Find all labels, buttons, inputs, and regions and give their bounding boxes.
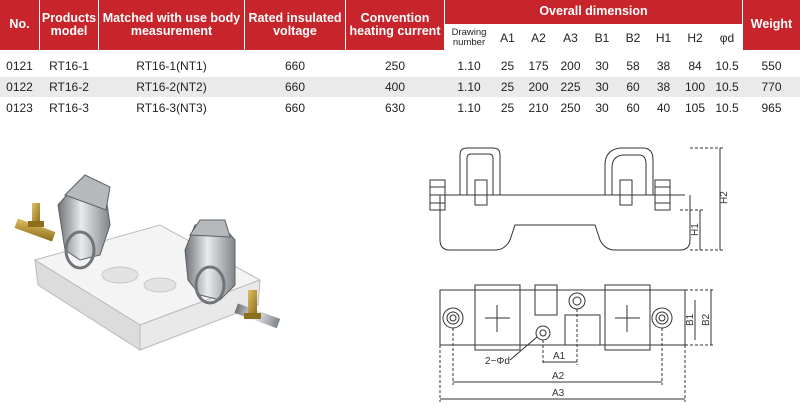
cell-h2: 100 [684,80,706,94]
cell-b2: 58 [626,59,640,73]
cell-b2: 60 [626,101,640,115]
cell-a3: 250 [560,101,581,115]
header-model: Products model [40,0,98,50]
cell-h2: 105 [684,101,706,115]
cell-phi-d: 10.5 [715,80,739,94]
subheader-drawing-number: Drawing number [446,25,492,50]
cell-model: RT16-1 [49,59,89,73]
cell-drawing-number: 1.10 [457,101,481,115]
cell-weight: 550 [761,59,782,73]
cell-no: 0123 [6,101,33,115]
table-row: 0123 RT16-3 RT16-3(NT3) 660 630 1.10 25 210 250 3… [0,98,800,118]
cell-a1: 25 [500,80,515,94]
cell-h1: 38 [656,80,671,94]
label-hole: 2−Φd [485,356,510,367]
cell-model: RT16-3 [49,101,89,115]
cell-h1: 38 [656,59,671,73]
cell-a3: 225 [560,80,581,94]
label-a3: A3 [552,388,565,399]
cell-matched: RT16-2(NT2) [136,80,207,94]
cell-phi-d: 10.5 [715,101,739,115]
cell-voltage: 660 [284,101,306,115]
label-a2: A2 [552,371,565,382]
subheader-phi-d: φd [712,25,742,50]
cell-current: 630 [384,101,406,115]
dimension-drawing: H2 H1 B1 B2 A1 A2 A3 2−Φd [429,147,730,402]
cell-b2: 60 [626,80,640,94]
header-no: No. [0,0,39,50]
cell-b1: 30 [595,80,609,94]
cell-a2: 200 [528,80,549,94]
subheader-a2: A2 [523,25,554,50]
cell-matched: RT16-3(NT3) [136,101,207,115]
cell-a3: 200 [560,59,581,73]
cell-b1: 30 [595,59,609,73]
table-row: 0122 RT16-2 RT16-2(NT2) 660 400 1.10 25 200 225 3… [0,77,800,97]
cell-h1: 40 [656,101,671,115]
cell-current: 250 [384,59,406,73]
label-h1: H1 [690,223,701,236]
subheader-b2: B2 [618,25,648,50]
spec-table: No. Products model Matched with use body… [0,0,800,130]
cell-a1: 25 [500,101,515,115]
subheader-a3: A3 [555,25,586,50]
cell-voltage: 660 [284,59,306,73]
cell-h2: 84 [688,59,702,73]
header-voltage: Rated insulated voltage [245,0,345,50]
cell-drawing-number: 1.10 [457,80,481,94]
label-h2: H2 [719,191,730,204]
cell-phi-d: 10.5 [715,59,739,73]
subheader-a1: A1 [493,25,522,50]
cell-a2: 210 [528,101,549,115]
header-current: Convention heating current [346,0,444,50]
subheader-h2: H2 [679,25,711,50]
label-b2: B2 [701,313,712,326]
cell-weight: 965 [761,101,782,115]
cell-voltage: 660 [284,80,306,94]
cell-weight: 770 [761,80,782,94]
cell-b1: 30 [595,101,609,115]
cell-matched: RT16-1(NT1) [136,59,207,73]
cell-no: 0121 [6,59,33,73]
label-a1: A1 [553,351,566,362]
header-weight: Weight [743,0,800,50]
cell-no: 0122 [6,80,33,94]
subheader-h1: H1 [649,25,678,50]
cell-current: 400 [384,80,406,94]
cell-model: RT16-2 [49,80,89,94]
fuse-base-photo [14,174,281,351]
cell-a1: 25 [500,59,515,73]
header-matched: Matched with use body measurement [99,0,244,50]
cell-drawing-number: 1.10 [457,59,481,73]
cell-a2: 175 [528,59,549,73]
subheader-b1: B1 [587,25,617,50]
table-row: 0121 RT16-1 RT16-1(NT1) 660 250 1.10 25 175 200 3… [0,56,800,76]
header-overall-dimension: Overall dimension [445,0,742,24]
label-b1: B1 [685,313,696,326]
